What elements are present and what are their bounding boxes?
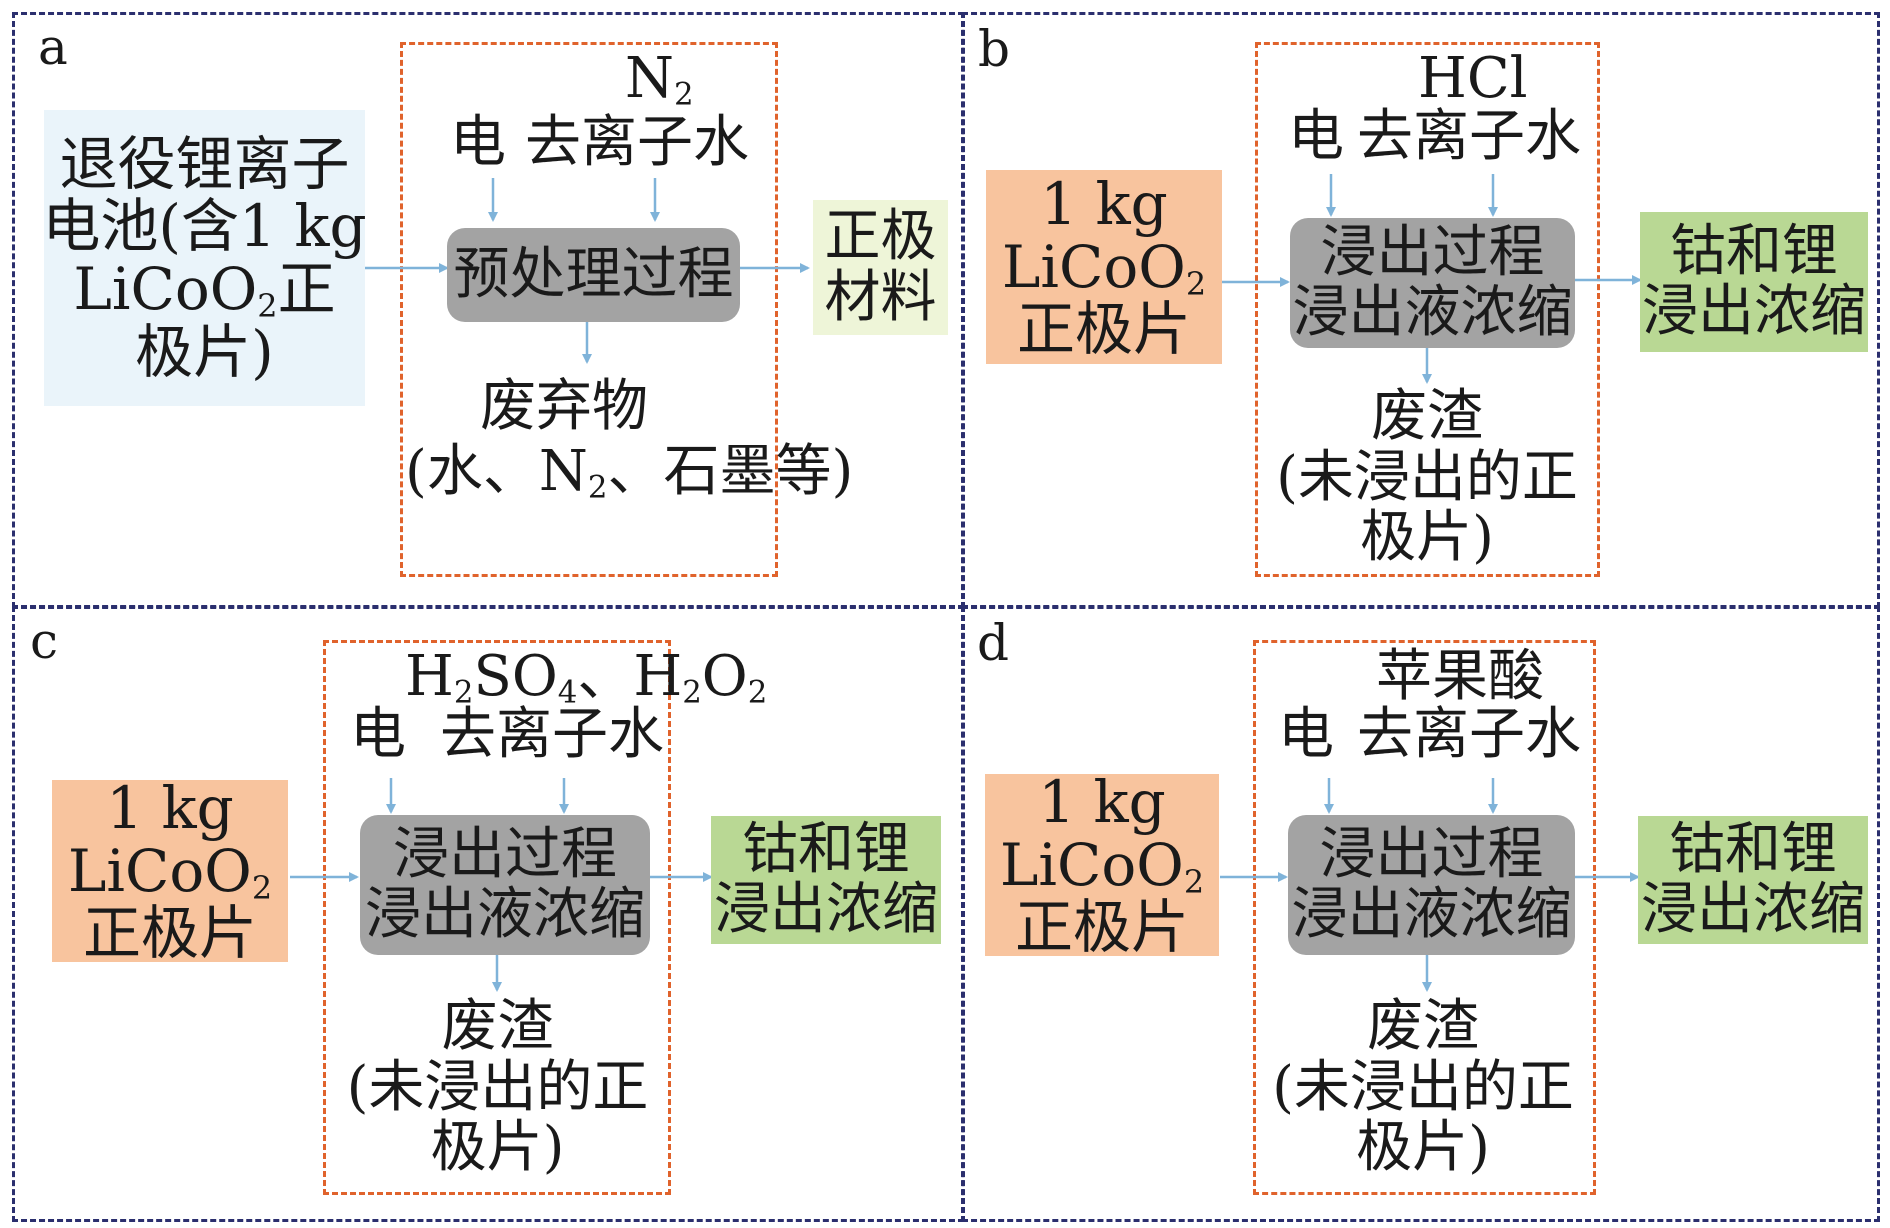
panel-b-waste-line1: 废渣 xyxy=(1371,384,1483,450)
panel-a-waste-detail: (水、N2、石墨等) xyxy=(405,439,854,506)
panel-d-process-line2: 浸出液浓缩 xyxy=(1291,882,1572,947)
panel-d-reagent-water: 去离子水 xyxy=(1357,702,1581,767)
panel-d-input-box: 1 kg LiCoO2 正极片 xyxy=(985,768,1219,962)
panel-a-output-line2: 材料 xyxy=(824,264,937,330)
panel-a-waste-title: 废弃物 xyxy=(480,374,648,439)
panel-b-process-box: 浸出过程 浸出液浓缩 xyxy=(1290,218,1575,348)
panel-c-waste-line3: 极片) xyxy=(430,1115,565,1181)
panel-c-reagent-electricity: 电 xyxy=(350,702,406,767)
panel-c-output-box: 钴和锂 浸出浓缩 xyxy=(711,816,941,944)
panel-a-input-line2: 电池(含1 kg xyxy=(42,192,367,261)
panel-b-waste-line2: (未浸出的正 xyxy=(1276,444,1578,510)
panel-a-input-line3: LiCoO2正 xyxy=(73,255,336,325)
panel-b-reagent-water: 去离子水 xyxy=(1357,104,1581,169)
panel-b-input-line2: LiCoO2 xyxy=(1001,232,1207,303)
panel-c-process-line1: 浸出过程 xyxy=(393,821,617,887)
panel-c-letter: c xyxy=(30,612,59,670)
panel-c-waste-line2: (未浸出的正 xyxy=(346,1054,649,1120)
panel-c-input-line2: LiCoO2 xyxy=(67,836,273,907)
panel-a-process-frame xyxy=(400,42,778,577)
panel-a-letter: a xyxy=(38,18,68,76)
panel-a-reagent-n2: N2 xyxy=(625,46,694,113)
panel-b-reagent-hcl: HCl xyxy=(1418,46,1528,111)
panel-d-waste-line1: 废渣 xyxy=(1367,994,1479,1060)
panel-a-input-line4: 极片) xyxy=(135,317,274,386)
panel-c-input-box: 1 kg LiCoO2 正极片 xyxy=(52,774,288,968)
panel-c-reagent-water: 去离子水 xyxy=(440,702,664,767)
panel-b-output-line1: 钴和锂 xyxy=(1670,218,1838,284)
panel-b-process-frame xyxy=(1255,42,1600,577)
panel-b-process-line1: 浸出过程 xyxy=(1320,219,1545,285)
panel-d-frame xyxy=(962,606,1880,1222)
panel-a-input-line1: 退役锂离子 xyxy=(59,129,350,198)
panel-b-process-line2: 浸出液浓缩 xyxy=(1292,280,1573,345)
panel-b-output-line2: 浸出浓缩 xyxy=(1642,279,1866,344)
panel-a-input-box: 退役锂离子 电池(含1 kg LiCoO2正 极片) xyxy=(42,110,367,406)
panel-d-input-line1: 1 kg xyxy=(1038,768,1166,837)
panel-b-letter: b xyxy=(978,20,1011,78)
panel-a-output-box: 正极 材料 xyxy=(813,200,948,335)
panel-d-process-line1: 浸出过程 xyxy=(1319,821,1544,887)
panel-c-process-box: 浸出过程 浸出液浓缩 xyxy=(360,815,650,955)
panel-c-process-line2: 浸出液浓缩 xyxy=(365,882,645,947)
panel-d-output-box: 钴和锂 浸出浓缩 xyxy=(1638,816,1868,944)
panel-b-input-line3: 正极片 xyxy=(1016,295,1191,364)
panel-c-output-line2: 浸出浓缩 xyxy=(714,877,938,942)
panel-a-process-box: 预处理过程 xyxy=(447,228,740,322)
panel-d-waste-line2: (未浸出的正 xyxy=(1272,1054,1574,1120)
panel-d-reagent-malic-acid: 苹果酸 xyxy=(1376,644,1544,709)
panel-c-waste-line1: 废渣 xyxy=(441,994,554,1060)
panel-d-process-frame xyxy=(1253,640,1596,1195)
panel-a-reagent-electricity: 电 xyxy=(450,110,506,175)
panel-d-process-box: 浸出过程 浸出液浓缩 xyxy=(1288,815,1575,955)
panel-d-input-line2: LiCoO2 xyxy=(999,830,1205,901)
panel-b-output-box: 钴和锂 浸出浓缩 xyxy=(1640,212,1868,352)
panel-c-input-line3: 正极片 xyxy=(82,899,257,968)
panel-d-waste-text: 废渣 (未浸出的正 极片) xyxy=(1262,990,1584,1186)
panel-d-output-line2: 浸出浓缩 xyxy=(1641,877,1865,942)
panel-d-output-line1: 钴和锂 xyxy=(1669,816,1837,882)
panel-a-output-line1: 正极 xyxy=(824,204,937,270)
panel-d-reagent-electricity: 电 xyxy=(1278,702,1334,767)
panel-c-input-line1: 1 kg xyxy=(106,774,234,843)
panel-d-waste-line3: 极片) xyxy=(1356,1115,1490,1181)
panel-d-input-line3: 正极片 xyxy=(1014,893,1189,962)
panel-c-output-line1: 钴和锂 xyxy=(742,816,910,882)
panel-b-input-box: 1 kg LiCoO2 正极片 xyxy=(986,170,1222,364)
panel-b-waste-line3: 极片) xyxy=(1360,505,1494,571)
panel-c-waste-text: 废渣 (未浸出的正 极片) xyxy=(335,990,660,1186)
panel-b-waste-text: 废渣 (未浸出的正 极片) xyxy=(1266,382,1588,574)
panel-c-reagent-acid: H2SO4、H2O2 xyxy=(405,644,768,711)
panel-d-letter: d xyxy=(977,614,1010,672)
panel-a-reagent-water: 去离子水 xyxy=(525,110,749,175)
panel-b-reagent-electricity: 电 xyxy=(1288,104,1344,169)
panel-c-process-frame xyxy=(323,640,671,1195)
panel-b-input-line1: 1 kg xyxy=(1040,170,1168,239)
